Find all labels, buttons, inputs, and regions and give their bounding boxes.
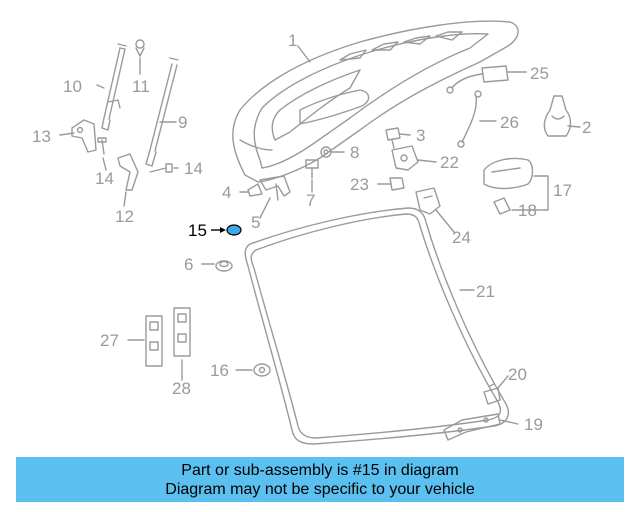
label-23: 23 — [350, 175, 369, 194]
label-16: 16 — [210, 361, 229, 380]
bolt-14-left — [97, 137, 107, 155]
label-10: 10 — [63, 77, 82, 96]
label-19: 19 — [524, 415, 543, 434]
label-14-right: 14 — [184, 159, 203, 178]
latch-22 — [391, 145, 419, 171]
label-14-left: 14 — [95, 169, 114, 188]
handle-17 — [483, 157, 534, 190]
label-13: 13 — [32, 127, 51, 146]
label-4: 4 — [222, 183, 231, 202]
label-1: 1 — [288, 31, 297, 50]
liftgate-panel — [232, 20, 519, 183]
cable-26 — [457, 90, 482, 148]
label-11: 11 — [132, 77, 150, 96]
banner-line-1: Part or sub-assembly is #15 in diagram — [181, 461, 459, 479]
label-26: 26 — [500, 113, 519, 132]
callout-labels: 1 2 3 4 5 6 7 8 9 10 11 12 13 14 14 15 1… — [32, 31, 591, 434]
label-9: 9 — [178, 113, 187, 132]
actuator-25 — [446, 65, 509, 94]
label-3: 3 — [416, 126, 425, 145]
plate-28 — [173, 307, 191, 357]
bolt-14-right — [149, 163, 173, 173]
label-7: 7 — [306, 191, 315, 210]
nut-20 — [483, 383, 501, 405]
hinge-bracket-13 — [71, 119, 97, 153]
info-banner: Part or sub-assembly is #15 in diagram D… — [16, 457, 624, 502]
bracket-12 — [117, 153, 139, 191]
plate-27 — [145, 315, 163, 367]
parts-diagram: 1 2 3 4 5 6 7 8 9 10 11 12 13 14 14 15 1… — [32, 20, 591, 445]
striker-24 — [415, 187, 441, 215]
bumper-3 — [385, 127, 401, 149]
part-15-highlight[interactable] — [211, 224, 242, 236]
label-21: 21 — [476, 282, 495, 301]
leader-lines — [59, 45, 581, 425]
clip-23 — [389, 177, 405, 191]
label-25: 25 — [530, 64, 549, 83]
label-2: 2 — [582, 118, 591, 137]
strut-10 — [101, 43, 127, 131]
label-8: 8 — [350, 143, 359, 162]
label-6: 6 — [184, 255, 193, 274]
strut-9 — [145, 57, 179, 167]
grommet-8 — [320, 146, 332, 158]
grommet-6 — [215, 260, 233, 272]
label-15: 15 — [188, 221, 207, 240]
label-20: 20 — [508, 365, 527, 384]
clip-4 — [247, 183, 263, 197]
label-12: 12 — [115, 207, 134, 226]
ball-stud-11 — [135, 39, 145, 57]
switch-18 — [493, 197, 511, 215]
label-24: 24 — [452, 228, 471, 247]
label-22: 22 — [440, 153, 459, 172]
label-5: 5 — [251, 213, 260, 232]
hinge-5 — [259, 175, 291, 201]
label-27: 27 — [100, 331, 119, 350]
fastener-7 — [305, 159, 319, 179]
banner-line-2: Diagram may not be specific to your vehi… — [165, 480, 475, 498]
bumper-16 — [253, 363, 271, 377]
bracket-19 — [443, 413, 501, 441]
boot-2 — [543, 95, 572, 137]
label-17: 17 — [553, 181, 572, 200]
label-28: 28 — [172, 379, 191, 398]
label-18: 18 — [518, 201, 537, 220]
